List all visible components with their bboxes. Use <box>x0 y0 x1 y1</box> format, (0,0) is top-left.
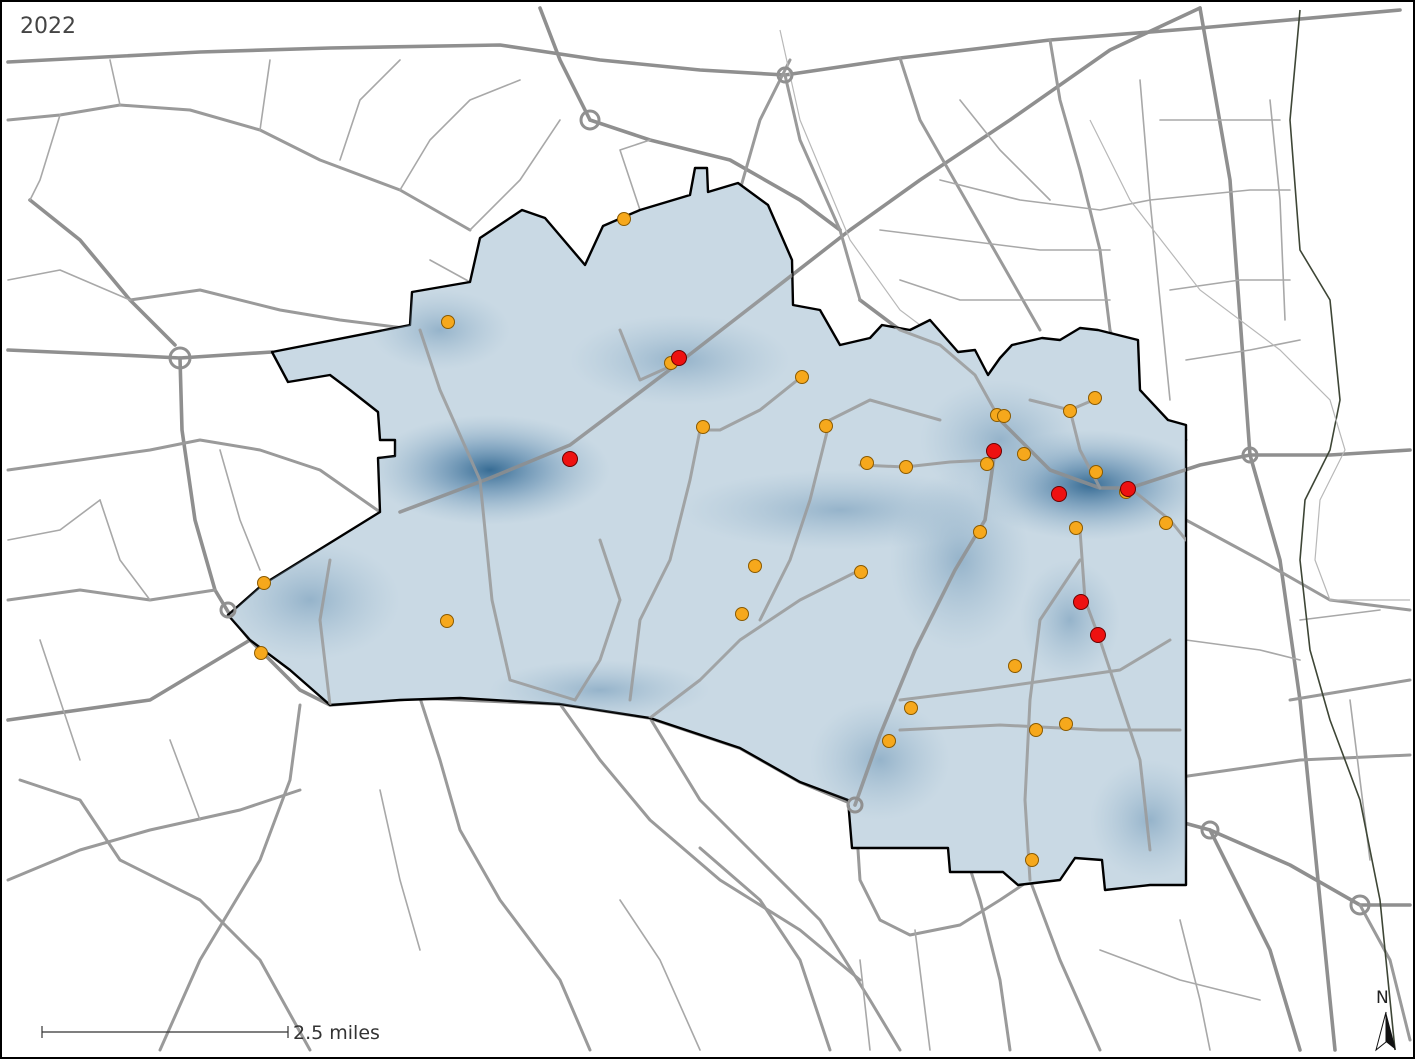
map-point-red[interactable] <box>671 350 687 366</box>
map-point[interactable] <box>735 607 749 621</box>
north-arrow-icon: N <box>1375 988 1396 1052</box>
map-point[interactable] <box>1159 516 1173 530</box>
map-point-red[interactable] <box>1051 486 1067 502</box>
map-point-red[interactable] <box>1073 594 1089 610</box>
map-point[interactable] <box>748 559 762 573</box>
map-point[interactable] <box>795 370 809 384</box>
map-point[interactable] <box>882 734 896 748</box>
map-point[interactable] <box>617 212 631 226</box>
map-point[interactable] <box>1069 521 1083 535</box>
map-point[interactable] <box>904 701 918 715</box>
map-point-red[interactable] <box>1120 481 1136 497</box>
map-point-red[interactable] <box>986 443 1002 459</box>
map-point-red[interactable] <box>1090 627 1106 643</box>
map-point[interactable] <box>1017 447 1031 461</box>
map-point[interactable] <box>1088 391 1102 405</box>
map-point[interactable] <box>1059 717 1073 731</box>
map-point[interactable] <box>440 614 454 628</box>
north-label: N <box>1376 988 1389 1008</box>
railway-lines <box>779 9 1410 1051</box>
scale-bar-label: 2.5 miles <box>293 1022 380 1044</box>
map-point[interactable] <box>980 457 994 471</box>
map-point[interactable] <box>860 456 874 470</box>
map-point-red[interactable] <box>562 451 578 467</box>
map-point[interactable] <box>899 460 913 474</box>
map-point[interactable] <box>819 419 833 433</box>
map-point[interactable] <box>973 525 987 539</box>
orange-points <box>254 212 1173 867</box>
junction-markers <box>168 66 1371 916</box>
map-point[interactable] <box>1063 404 1077 418</box>
year-label: 2022 <box>20 14 76 39</box>
map-point[interactable] <box>254 646 268 660</box>
map-point[interactable] <box>854 565 868 579</box>
map-point[interactable] <box>696 420 710 434</box>
map-point[interactable] <box>1089 465 1103 479</box>
map-point[interactable] <box>1008 659 1022 673</box>
density-heatmap <box>228 290 1186 880</box>
map-point[interactable] <box>441 315 455 329</box>
road-network <box>6 6 1412 1052</box>
scale-bar: 2.5 miles <box>41 1022 380 1044</box>
map-point[interactable] <box>1025 853 1039 867</box>
map-point[interactable] <box>997 409 1011 423</box>
red-points <box>562 350 1136 643</box>
roads-inside-area <box>318 228 1186 882</box>
map-point[interactable] <box>1029 723 1043 737</box>
map-point[interactable] <box>257 576 271 590</box>
